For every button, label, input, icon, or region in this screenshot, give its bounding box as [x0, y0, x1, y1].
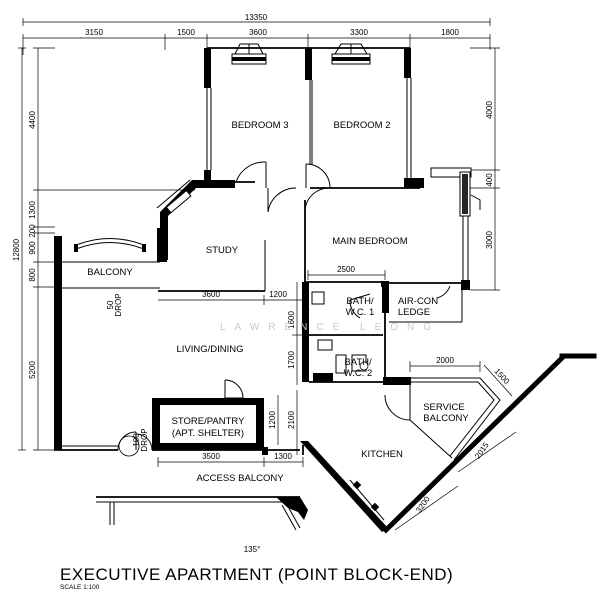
dim-135-degree: 135°	[244, 545, 261, 554]
label-aircon-line2: LEDGE	[398, 307, 430, 318]
windows	[165, 43, 481, 217]
dim-top-3: 3600	[249, 28, 267, 37]
dim-total-width: 13350	[245, 13, 268, 22]
dim-top-4: 3300	[350, 28, 368, 37]
dim-top-2: 1500	[177, 28, 195, 37]
label-living-dining: LIVING/DINING	[176, 344, 243, 355]
label-drop-100: DROP	[140, 428, 149, 451]
label-balcony: BALCONY	[87, 267, 133, 278]
label-service-line1: SERVICE	[423, 402, 465, 413]
dim-3500: 3500	[202, 452, 220, 461]
label-bath-2-line1: BATH/	[344, 357, 372, 368]
dim-right-3: 3000	[485, 231, 494, 249]
doors	[117, 161, 451, 457]
dim-2000: 2000	[436, 356, 454, 365]
dim-2500: 2500	[337, 265, 355, 274]
watermark: LAWRENCE LEONG	[220, 322, 440, 333]
dim-right-1: 4000	[485, 101, 494, 119]
dim-1600: 1600	[287, 311, 296, 329]
label-store-line1: STORE/PANTRY	[172, 416, 246, 427]
dim-left-2: 1300	[28, 201, 37, 219]
label-service-line2: BALCONY	[423, 413, 469, 424]
label-store-line2: (APT. SHELTER)	[172, 428, 244, 439]
room-labels: BEDROOM 3 BEDROOM 2 STUDY MAIN BEDROOM B…	[87, 120, 469, 484]
dim-left-6: 5200	[28, 361, 37, 379]
dim-left-4: 900	[28, 241, 37, 255]
label-bedroom-2: BEDROOM 2	[333, 120, 390, 131]
plan-title: EXECUTIVE APARTMENT (POINT BLOCK-END)	[60, 565, 453, 584]
dim-1300: 1300	[274, 452, 292, 461]
dim-1200-top: 1200	[269, 290, 287, 299]
dim-1500: 1500	[493, 367, 512, 387]
dim-left-1: 4400	[28, 111, 37, 129]
label-aircon-line1: AIR-CON	[398, 296, 438, 307]
dim-2100: 2100	[287, 411, 296, 429]
label-bedroom-3: BEDROOM 3	[231, 120, 288, 131]
label-drop-50: DROP	[114, 293, 123, 316]
dim-left-5: 800	[28, 268, 37, 282]
dim-top-5: 1800	[441, 28, 459, 37]
dim-1700: 1700	[287, 351, 296, 369]
dim-top-1: 3150	[85, 28, 103, 37]
label-bath-2-line2: W.C. 2	[344, 368, 373, 379]
dim-left-3: 200	[28, 224, 37, 238]
label-drop-50-value: 50	[106, 300, 115, 309]
label-drop-100-value: 100	[132, 433, 141, 447]
label-study: STUDY	[206, 245, 239, 256]
label-bath-1-line1: BATH/	[346, 296, 374, 307]
dim-3600: 3600	[202, 290, 220, 299]
label-access-balcony: ACCESS BALCONY	[196, 473, 284, 484]
dimension-lines	[18, 18, 517, 531]
plan-scale: SCALE 1:100	[60, 584, 100, 591]
label-bath-1-line2: W.C. 1	[346, 307, 375, 318]
dim-1200-store: 1200	[268, 411, 277, 429]
label-main-bedroom: MAIN BEDROOM	[332, 236, 408, 247]
label-kitchen: KITCHEN	[361, 449, 403, 460]
dim-right-2: 400	[485, 173, 494, 187]
dim-total-height: 12800	[12, 238, 21, 261]
walls	[54, 47, 597, 534]
